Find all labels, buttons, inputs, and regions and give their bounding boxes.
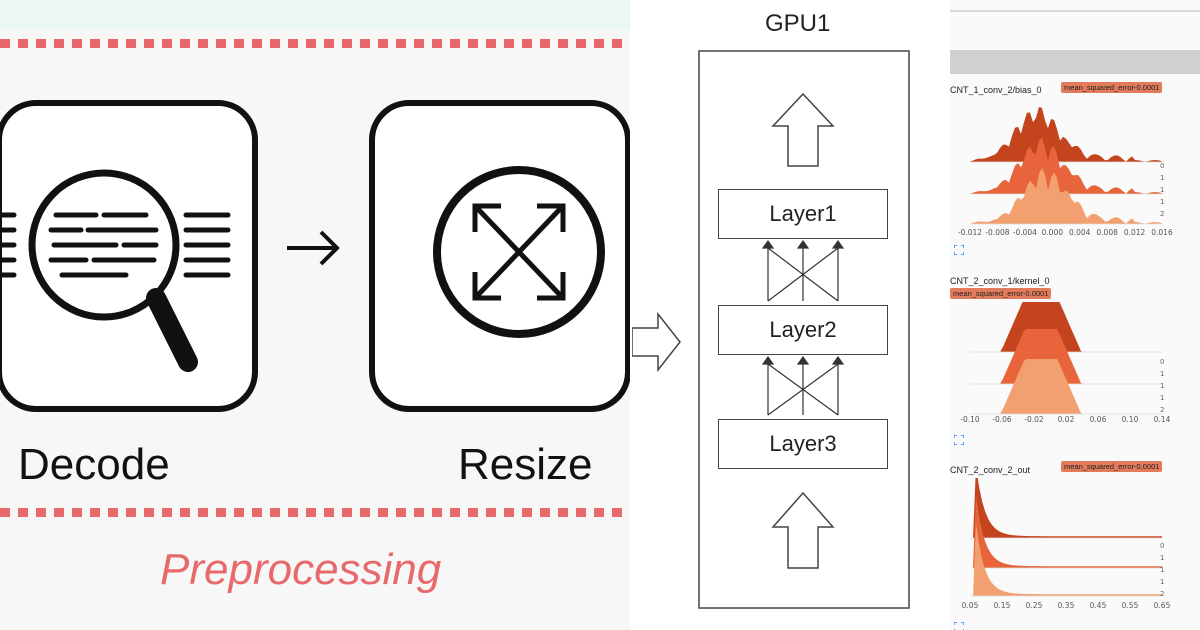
histogram-ridge — [970, 495, 1162, 568]
preprocessing-panel: Decode Resize Preprocessing — [0, 0, 630, 594]
step-label: 1 — [1160, 578, 1164, 586]
step-label: 1 — [1160, 554, 1164, 562]
arrow-right-icon — [287, 230, 340, 266]
run-badge: mean_squared_error-0.0001 — [1061, 461, 1163, 472]
step-label: 0 — [1160, 358, 1164, 366]
resize-arrows-icon — [433, 166, 605, 338]
dashed-divider-top — [0, 39, 630, 48]
gpu-panel: GPU1 Layer1 Layer2 Layer3 — [630, 0, 950, 630]
decode-stage-box — [0, 100, 258, 412]
layer1-box: Layer1 — [718, 189, 888, 239]
histogram-ridge — [970, 478, 1162, 538]
x-tick-label: 0.02 — [1058, 415, 1075, 424]
step-label: 2 — [1160, 210, 1164, 218]
step-label: 1 — [1160, 382, 1164, 390]
x-tick-label: 0.008 — [1096, 228, 1118, 237]
resize-label: Resize — [458, 440, 593, 489]
histogram-ridge — [970, 359, 1162, 414]
run-badge: mean_squared_error-0.0001 — [950, 288, 1052, 299]
step-label: 0 — [1160, 162, 1164, 170]
histogram-ridge — [970, 329, 1162, 384]
histogram-ridge — [970, 106, 1162, 162]
expand-icon[interactable] — [954, 435, 964, 445]
step-label: 2 — [1160, 406, 1164, 414]
magnifier-icon — [0, 169, 231, 372]
gpu-title: GPU1 — [765, 10, 831, 37]
x-tick-label: 0.012 — [1124, 228, 1146, 237]
histogram-title: CNT_2_conv_1/kernel_0 — [950, 276, 1050, 286]
histogram-chart: 0 1 1 1 2 -0.012-0.008 -0.004 0.000 0.004 0.008 0.… — [958, 106, 1173, 237]
expand-icon[interactable] — [954, 245, 964, 255]
output-arrow-icon — [771, 92, 835, 167]
run-badge: mean_squared_error-0.0001 — [1061, 82, 1163, 93]
tensorboard-panel: CNT_1_conv_2/bias_0 mean_squared_error-0… — [950, 0, 1200, 630]
step-label: 2 — [1160, 590, 1164, 598]
x-tick-label: -0.10 — [960, 415, 980, 424]
toolbar-line — [950, 10, 1200, 12]
layer3-box: Layer3 — [718, 419, 888, 469]
preprocessing-label: Preprocessing — [160, 545, 442, 594]
x-tick-label: 0.15 — [994, 601, 1011, 610]
x-tick-label: 0.25 — [1026, 601, 1043, 610]
step-label: 1 — [1160, 566, 1164, 574]
step-label: 1 — [1160, 370, 1164, 378]
hollow-right-arrow-icon — [632, 312, 681, 372]
histogram-ridge — [970, 302, 1162, 352]
x-tick-label: 0.004 — [1069, 228, 1091, 237]
x-tick-label: 0.55 — [1122, 601, 1139, 610]
step-label: 1 — [1160, 174, 1164, 182]
x-tick-label: 0.65 — [1154, 601, 1171, 610]
histogram-chart: 0 1 1 1 2 0.05 0.15 0.25 0.35 0.45 0.55 0.65 — [962, 478, 1171, 610]
x-tick-label: 0.05 — [962, 601, 979, 610]
gpu-frame — [698, 50, 910, 609]
step-label: 1 — [1160, 198, 1164, 206]
x-tick-label: 0.016 — [1151, 228, 1173, 237]
x-tick-label: 0.14 — [1154, 415, 1171, 424]
x-tick-label: -0.008 — [985, 228, 1009, 237]
x-tick-label: 0.000 — [1042, 228, 1064, 237]
histogram-chart: 0 1 1 1 2 -0.10 -0.06 -0.02 0.02 0.06 0.10 0.14 — [960, 302, 1171, 424]
histogram-ridge — [970, 523, 1162, 596]
histogram-ridge — [970, 167, 1162, 224]
x-tick-label: -0.012 — [958, 228, 982, 237]
x-tick-label: -0.02 — [1024, 415, 1044, 424]
decode-label: Decode — [18, 440, 170, 489]
x-tick-label: -0.06 — [992, 415, 1012, 424]
histogram-ridge — [970, 137, 1162, 194]
step-label: 1 — [1160, 186, 1164, 194]
step-label: 0 — [1160, 542, 1164, 550]
x-tick-label: 0.35 — [1058, 601, 1075, 610]
resize-stage-box — [369, 100, 630, 412]
step-label: 1 — [1160, 394, 1164, 402]
x-tick-label: 0.10 — [1122, 415, 1139, 424]
dashed-divider-bottom — [0, 508, 630, 517]
top-band — [0, 0, 630, 30]
header-bar — [950, 50, 1200, 74]
histogram-title: CNT_2_conv_2_out — [950, 465, 1031, 475]
histogram-title: CNT_1_conv_2/bias_0 — [950, 85, 1042, 95]
x-tick-label: 0.45 — [1090, 601, 1107, 610]
layer2-box: Layer2 — [718, 305, 888, 355]
input-arrow-icon — [771, 491, 835, 569]
x-tick-label: -0.004 — [1013, 228, 1037, 237]
expand-icon[interactable] — [954, 622, 964, 630]
x-tick-label: 0.06 — [1090, 415, 1107, 424]
